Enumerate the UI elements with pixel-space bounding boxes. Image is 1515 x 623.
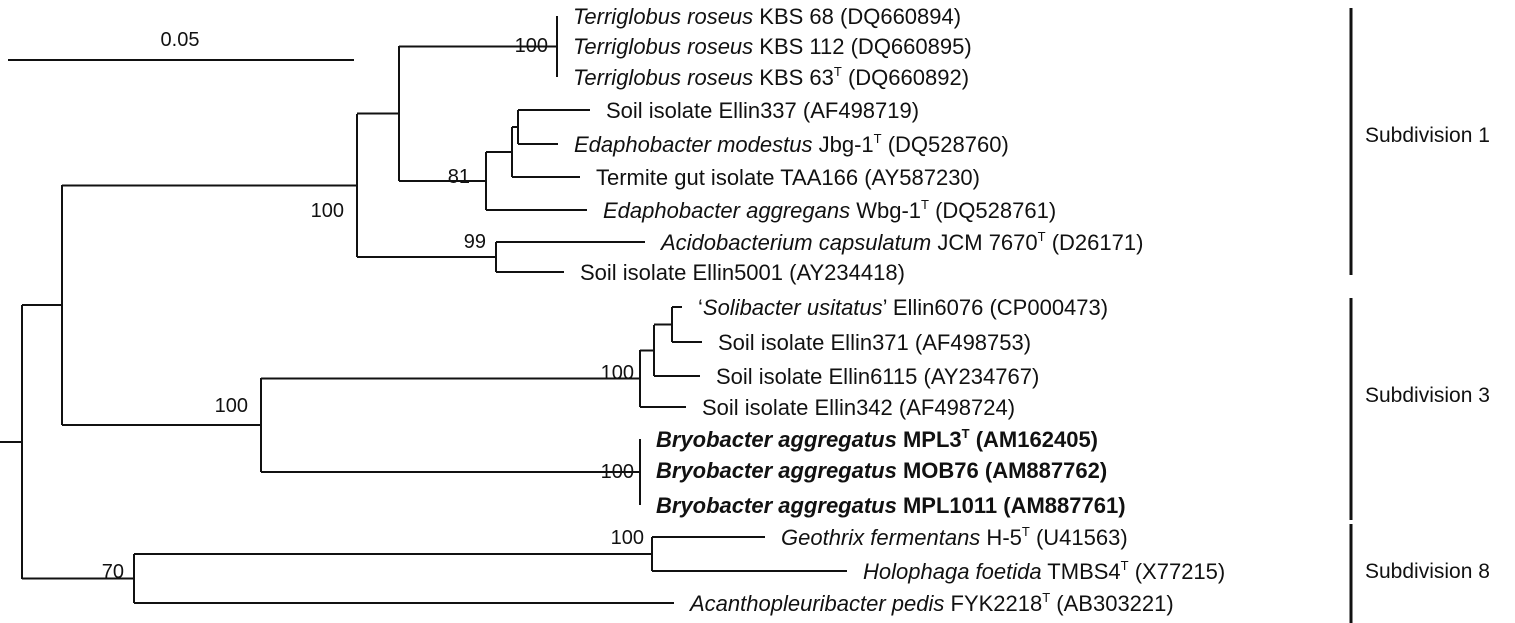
bootstrap-value: 81 [448, 166, 470, 188]
taxon-label-part: T [1121, 558, 1129, 573]
taxon-label: Edaphobacter modestus Jbg-1T (DQ528760) [574, 131, 1009, 157]
taxon-label: Acanthopleuribacter pedis FYK2218T (AB30… [688, 590, 1174, 616]
bootstrap-value: 100 [311, 200, 344, 222]
bootstrap-value: 100 [215, 395, 248, 417]
taxon-label-part: Soil isolate Ellin6115 (AY234767) [716, 364, 1039, 389]
taxon-label-part: (U41563) [1030, 525, 1128, 550]
taxon-label: Geothrix fermentans H-5T (U41563) [781, 524, 1128, 550]
taxon-label-part: H-5 [980, 525, 1022, 550]
bootstrap-values: 100 81 100 99 100 100 100 100 70 [102, 35, 644, 583]
taxon-label: Soil isolate Ellin6115 (AY234767) [716, 364, 1039, 389]
taxon-label-part: ‘ [698, 295, 703, 320]
taxon-label-part: Acidobacterium capsulatum [659, 230, 931, 255]
taxon-label-part: ’ Ellin6076 (CP000473) [883, 295, 1108, 320]
taxon-label-part: Soil isolate Ellin5001 (AY234418) [580, 260, 905, 285]
taxon-label-part: T [962, 426, 970, 441]
bootstrap-value: 100 [515, 35, 548, 57]
taxon-label-part: Edaphobacter aggregans [603, 198, 850, 223]
taxon-label-part: (X77215) [1129, 559, 1226, 584]
taxon-label: Bryobacter aggregatus MPL1011 (AM887761) [656, 493, 1126, 518]
taxon-label-part: T [1022, 524, 1030, 539]
taxon-label-part: Bryobacter aggregatus [656, 493, 897, 518]
taxon-label-part: TMBS4 [1042, 559, 1121, 584]
taxon-label-part: FYK2218 [944, 591, 1042, 616]
taxon-label-part: Geothrix fermentans [781, 525, 980, 550]
taxon-label-part: Termite gut isolate TAA166 (AY587230) [596, 165, 980, 190]
taxon-label-part: MOB76 (AM887762) [897, 458, 1107, 483]
taxon-label-part: Bryobacter aggregatus [656, 427, 897, 452]
bootstrap-value: 100 [611, 527, 644, 549]
taxon-label: Bryobacter aggregatus MOB76 (AM887762) [656, 458, 1107, 483]
tree-branches [0, 16, 847, 604]
taxon-label: Soil isolate Ellin342 (AF498724) [702, 395, 1015, 420]
taxon-label-part: MPL1011 (AM887761) [897, 493, 1126, 518]
taxon-label: Terriglobus roseus KBS 68 (DQ660894) [573, 4, 961, 29]
taxon-label-part: (AB303221) [1050, 591, 1174, 616]
taxon-label-part: Soil isolate Ellin371 (AF498753) [718, 330, 1031, 355]
bootstrap-value: 100 [601, 461, 634, 483]
taxon-label-part: (AM162405) [970, 427, 1098, 452]
taxon-label: ‘Solibacter usitatus’ Ellin6076 (CP00047… [698, 295, 1108, 320]
taxon-label-part: (DQ528761) [929, 198, 1056, 223]
taxon-label-part: Solibacter usitatus [703, 295, 883, 320]
taxon-label-part: Soil isolate Ellin342 (AF498724) [702, 395, 1015, 420]
taxon-label-part: T [834, 64, 842, 79]
taxon-label-part: (DQ528760) [882, 132, 1009, 157]
bootstrap-value: 99 [464, 231, 486, 253]
subdivision-label: Subdivision 3 [1365, 384, 1490, 407]
taxon-label-part: KBS 112 (DQ660895) [753, 34, 972, 59]
taxon-label-part: (DQ660892) [842, 65, 969, 90]
subdivision-label: Subdivision 8 [1365, 560, 1490, 583]
taxon-label-part: Holophaga foetida [863, 559, 1042, 584]
taxon-label-part: Terriglobus roseus [573, 65, 753, 90]
taxon-labels: Terriglobus roseus KBS 68 (DQ660894)Terr… [573, 4, 1225, 616]
subdivision-brackets: Subdivision 1 Subdivision 3 Subdivision 8 [1349, 8, 1490, 623]
taxon-label: Terriglobus roseus KBS 63T (DQ660892) [573, 64, 969, 90]
taxon-label-part: Bryobacter aggregatus [656, 458, 897, 483]
taxon-label-part: Jbg-1 [813, 132, 874, 157]
taxon-label-part: KBS 63 [753, 65, 834, 90]
taxon-label: Bryobacter aggregatus MPL3T (AM162405) [656, 426, 1098, 452]
taxon-label: Terriglobus roseus KBS 112 (DQ660895) [573, 34, 972, 59]
bootstrap-value: 70 [102, 561, 124, 583]
taxon-label-part: T [874, 131, 882, 146]
taxon-label-part: Terriglobus roseus [573, 4, 753, 29]
taxon-label-part: Soil isolate Ellin337 (AF498719) [606, 98, 919, 123]
taxon-label-part: Acanthopleuribacter pedis [688, 591, 944, 616]
taxon-label-part: T [1042, 590, 1050, 605]
scale-bar-label: 0.05 [161, 29, 200, 51]
scale-bar: 0.05 [8, 29, 354, 61]
taxon-label: Soil isolate Ellin5001 (AY234418) [580, 260, 905, 285]
taxon-label: Acidobacterium capsulatum JCM 7670T (D26… [659, 229, 1143, 255]
taxon-label-part: Wbg-1 [850, 198, 921, 223]
subdivision-label: Subdivision 1 [1365, 124, 1490, 147]
taxon-label-part: Terriglobus roseus [573, 34, 753, 59]
taxon-label-part: T [1038, 229, 1046, 244]
taxon-label-part: KBS 68 (DQ660894) [753, 4, 961, 29]
taxon-label: Termite gut isolate TAA166 (AY587230) [596, 165, 980, 190]
bootstrap-value: 100 [601, 362, 634, 384]
taxon-label-part: MPL3 [897, 427, 962, 452]
taxon-label-part: JCM 7670 [931, 230, 1037, 255]
taxon-label: Holophaga foetida TMBS4T (X77215) [863, 558, 1225, 584]
taxon-label: Soil isolate Ellin337 (AF498719) [606, 98, 919, 123]
taxon-label: Edaphobacter aggregans Wbg-1T (DQ528761) [603, 197, 1056, 223]
taxon-label-part: (D26171) [1046, 230, 1144, 255]
taxon-label: Soil isolate Ellin371 (AF498753) [718, 330, 1031, 355]
taxon-label-part: T [921, 197, 929, 212]
taxon-label-part: Edaphobacter modestus [574, 132, 813, 157]
